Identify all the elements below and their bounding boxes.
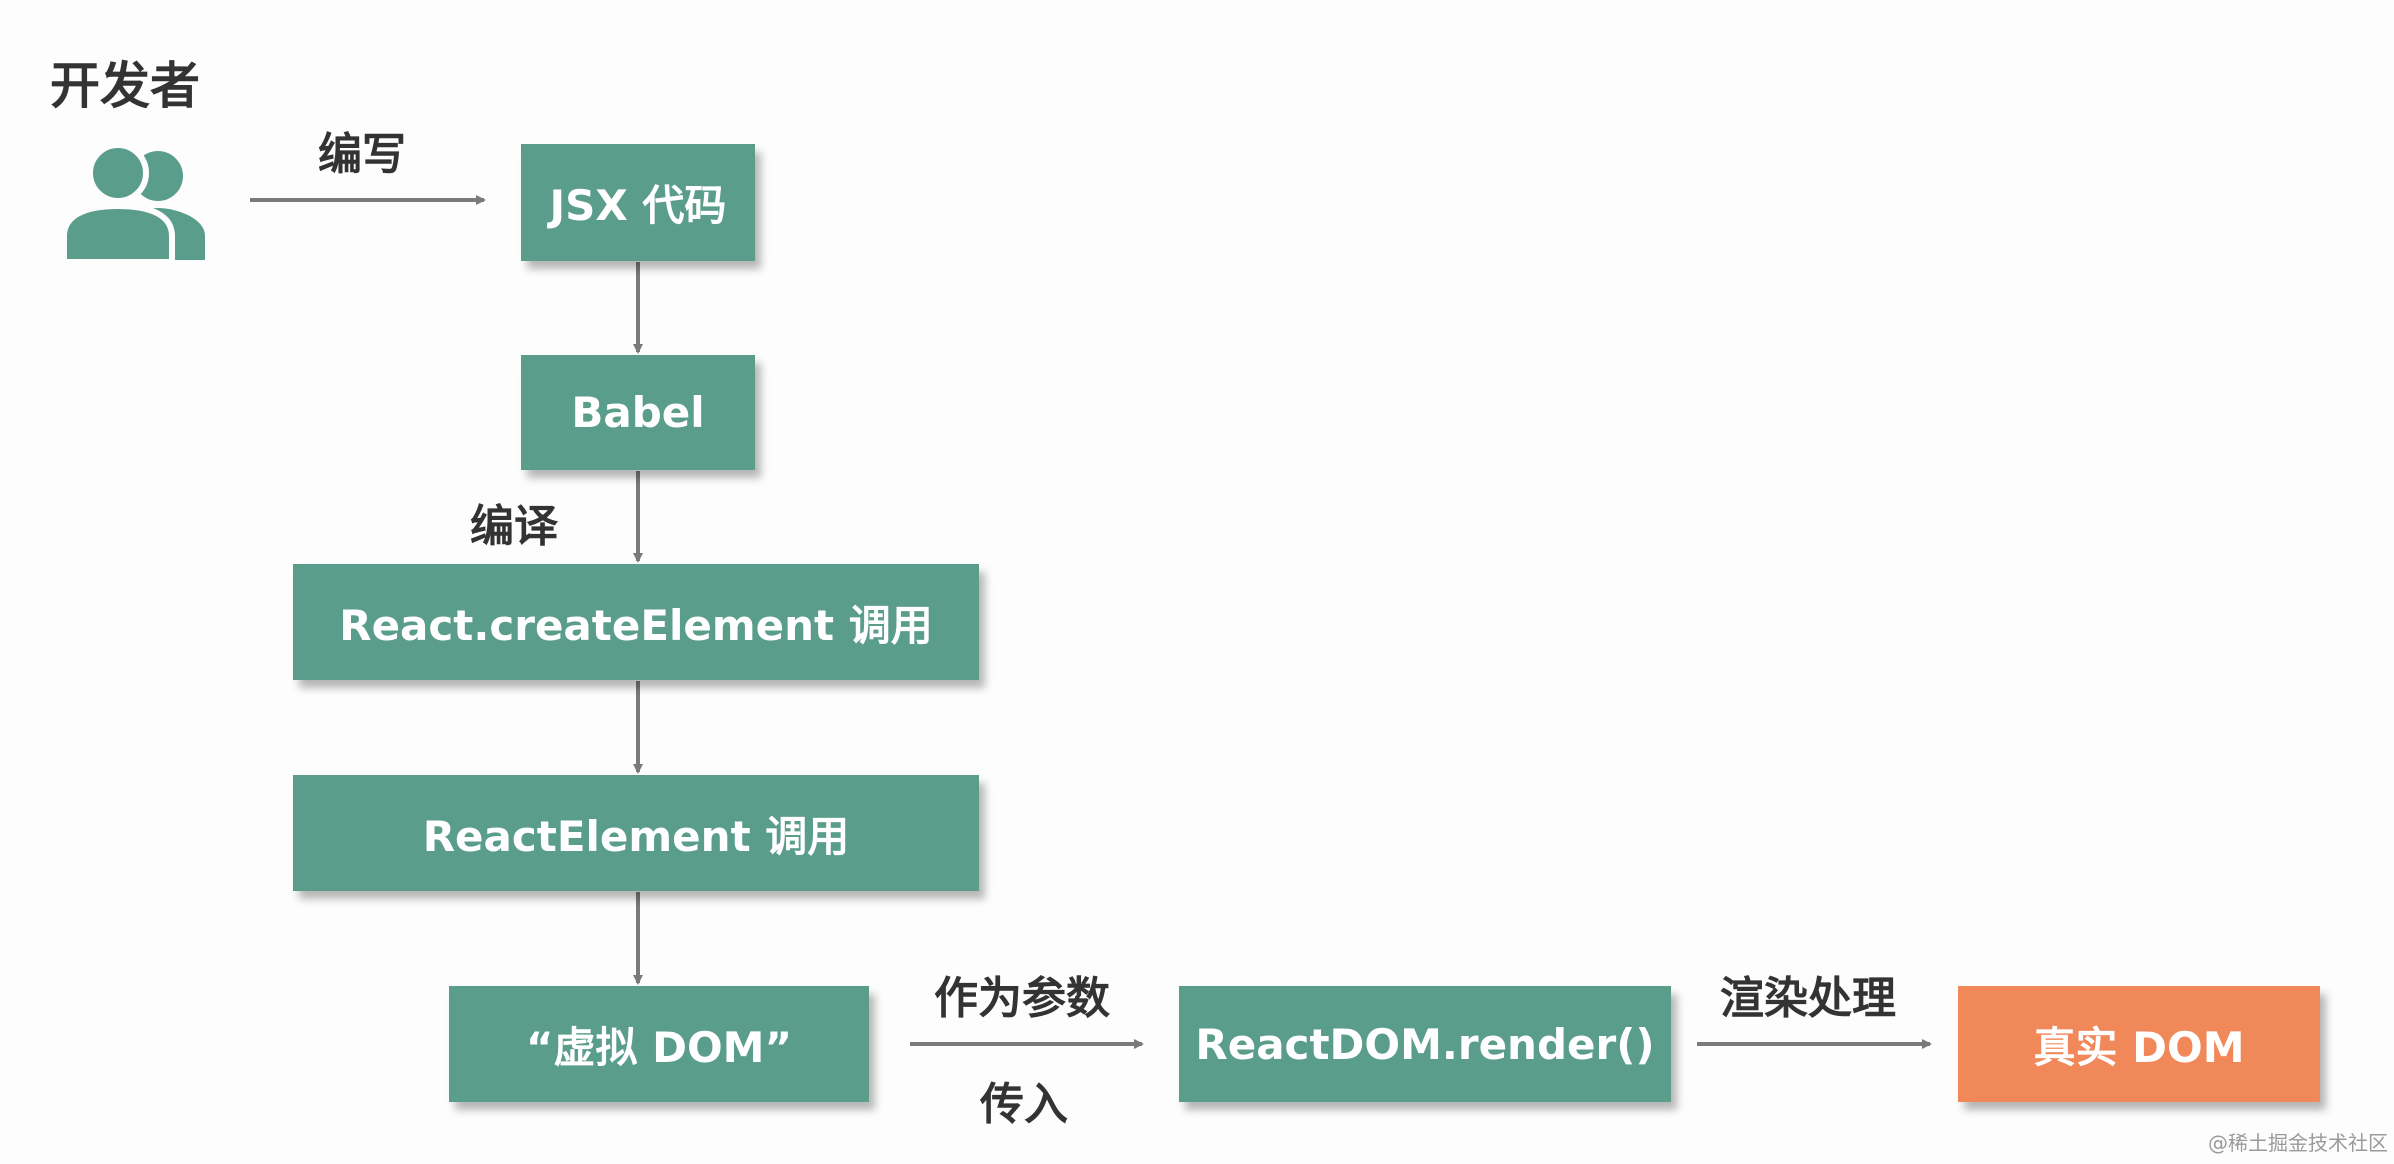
node-virtual-dom: “虚拟 DOM” (449, 986, 869, 1102)
node-reactdom-render: ReactDOM.render() (1179, 986, 1671, 1102)
label-write: 编写 (318, 129, 406, 180)
developer-title: 开发者 (50, 57, 200, 115)
users-icon (61, 142, 205, 265)
node-jsx-code: JSX 代码 (521, 144, 755, 261)
node-react-element: ReactElement 调用 (293, 775, 979, 891)
label-compile: 编译 (470, 501, 558, 552)
node-create-element: React.createElement 调用 (293, 564, 979, 680)
label-as-param: 作为参数 (934, 973, 1110, 1024)
node-real-dom: 真实 DOM (1958, 986, 2320, 1102)
watermark: @稀土掘金技术社区 (2208, 1131, 2388, 1155)
label-render-process: 渲染处理 (1720, 973, 1896, 1024)
node-babel: Babel (521, 355, 755, 470)
label-pass-in: 传入 (980, 1079, 1068, 1130)
